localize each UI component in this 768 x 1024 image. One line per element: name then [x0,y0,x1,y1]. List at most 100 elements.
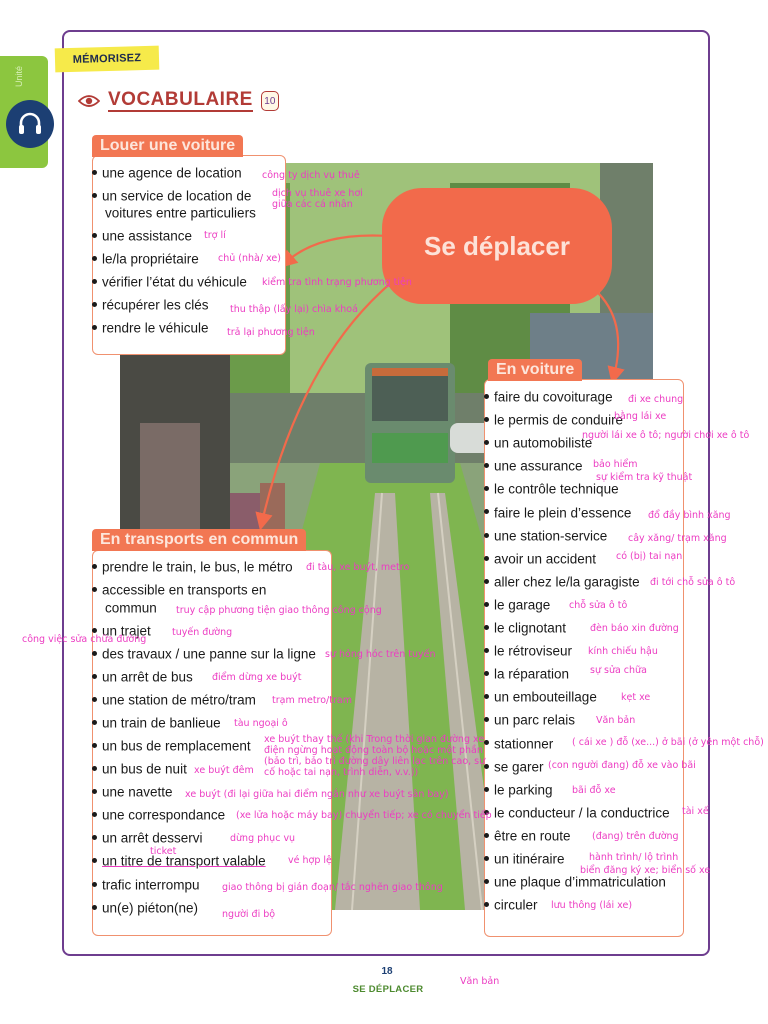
list-item: un service de location de [92,188,251,204]
list-item-cont: commun [105,600,157,616]
translation-note: công ty dịch vụ thuê [262,170,360,181]
list-item-cont: voitures entre particuliers [105,205,256,221]
translation-note: hành trình/ lộ trình [589,852,679,863]
list-item: un automobiliste [484,435,592,451]
list-item: un bus de remplacement [92,738,251,754]
list-item: un train de banlieue [92,715,221,731]
list-item: aller chez le/la garagiste [484,574,640,590]
list-item: le garage [484,597,550,613]
list-item: récupérer les clés [92,297,209,313]
translation-note: trợ lí [204,230,226,241]
translation-note: người đi bộ [222,909,276,920]
translation-note: bãi đỗ xe [572,784,616,796]
transports-box [92,550,332,936]
list-item: une station de métro/tram [92,692,256,708]
translation-note: trả lại phương tiện [227,327,315,338]
list-item: accessible en transports en [92,582,266,598]
translation-note: đi tàu, xe buýt, metro [306,562,410,573]
transports-heading: En transports en commun [92,529,307,551]
translation-note: kiểm tra tình trạng phương tiện [262,277,412,288]
list-item: le parking [484,782,553,798]
list-item: se garer [484,759,544,775]
list-item: une station-service [484,528,607,544]
list-item: vérifier l’état du véhicule [92,274,247,290]
translation-note: sự sửa chữa [590,665,647,677]
louer-heading: Louer une voiture [92,135,244,157]
translation-note: đèn báo xin đường [590,623,679,634]
list-item: une correspondance [92,807,225,823]
translation-note: chủ (nhà/ xe) [218,253,281,264]
translation-note: tuyến đường [172,627,233,638]
list-item: être en route [484,828,571,844]
voiture-heading: En voiture [488,359,583,381]
eye-icon [78,95,100,107]
translation-note: tài xế [682,805,709,817]
list-item: une assurance [484,458,583,474]
list-item: un bus de nuit [92,761,187,777]
list-item: le rétroviseur [484,643,572,659]
list-item: un itinéraire [484,851,565,867]
list-item: un arrêt desservi [92,830,203,846]
translation-note: ( cái xe ) đỗ (xe...) ở bãi (ở yên một c… [572,736,764,748]
translation-note: lưu thông (lái xe) [551,900,633,912]
audio-track-badge[interactable]: 10 [260,91,279,111]
list-item: un parc relais [484,712,575,728]
translation-note: bằng lái xe [614,411,667,423]
list-item: une agence de location [92,165,242,181]
translation-note: truy cập phương tiện giao thông công cộn… [176,605,382,616]
translation-note: (xe lửa hoặc máy bay) chuyển tiếp; xe có… [236,810,492,821]
translation-note: đổ đầy bình xăng [648,509,731,521]
list-item: le permis de conduire [484,412,623,428]
list-item: un arrêt de bus [92,669,193,685]
translation-note: đi xe chung [628,394,684,405]
list-item: une navette [92,784,173,800]
list-item: faire du covoiturage [484,389,613,405]
louer-box [92,155,286,355]
list-item: faire le plein d’essence [484,505,631,521]
page-title: VOCABULAIRE [108,89,253,112]
translation-note: dừng phục vụ [230,833,296,844]
list-item: une plaque d’immatriculation [484,874,666,890]
topic-title: Se déplacer [424,230,570,261]
translation-note: có (bị) tai nạn [616,550,683,562]
list-item: des travaux / une panne sur la ligne [92,646,316,662]
page-frame [62,30,710,956]
list-item: le clignotant [484,620,566,636]
translation-note: kính chiếu hậu [588,646,658,658]
memorisez-label: MÉMORISEZ [54,45,160,73]
audio-button[interactable] [6,100,54,148]
translation-note: công việc sửa chữa đường [22,634,147,645]
list-item: un embouteillage [484,689,597,705]
page-section: SE DÉPLACER [352,984,424,995]
translation-note: ticket [150,846,177,857]
vocabulary-header: VOCABULAIRE 10 [78,90,279,112]
list-item: prendre le train, le bus, le métro [92,559,293,575]
translation-note: (con người đang) đỗ xe vào bãi [548,759,696,771]
footer-note: Văn bản [460,976,500,987]
list-item: une assistance [92,228,192,244]
translation-note: thu thập (lấy lại) chìa khoá [230,304,358,315]
list-item: stationner [484,736,553,752]
translation-note: giao thông bị gián đoạn/ tắc nghẽn giao … [222,882,443,893]
voiture-box [484,379,684,937]
list-item: la réparation [484,666,569,682]
translation-note: dịch vụ thuê xe hơi giữa các cá nhân [272,188,363,210]
translation-note: vé hợp lệ [288,855,332,866]
translation-note: cây xăng/ trạm xăng [628,532,727,544]
list-item: un titre de transport valable [92,853,266,869]
translation-note: xe buýt thay thế (khi Trong thời gian đư… [264,734,486,778]
list-item: circuler [484,897,538,913]
translation-note: người lái xe ô tô; người chơi xe ô tô [582,430,750,442]
translation-note: (đang) trên đường [592,830,679,842]
list-item: rendre le véhicule [92,320,209,336]
list-item: avoir un accident [484,551,596,567]
translation-note: sự kiểm tra kỹ thuật [596,472,693,484]
translation-note: điểm dừng xe buýt [212,672,302,683]
translation-note: Văn bản [596,715,636,727]
topic-bubble: Se déplacer [382,188,612,304]
side-tab-label: Unité [14,66,24,88]
headphones-icon [19,112,41,134]
list-item: le contrôle technique [484,481,619,497]
list-item: trafic interrompu [92,877,200,893]
translation-note: đi tới chỗ sửa ô tô [650,576,736,588]
